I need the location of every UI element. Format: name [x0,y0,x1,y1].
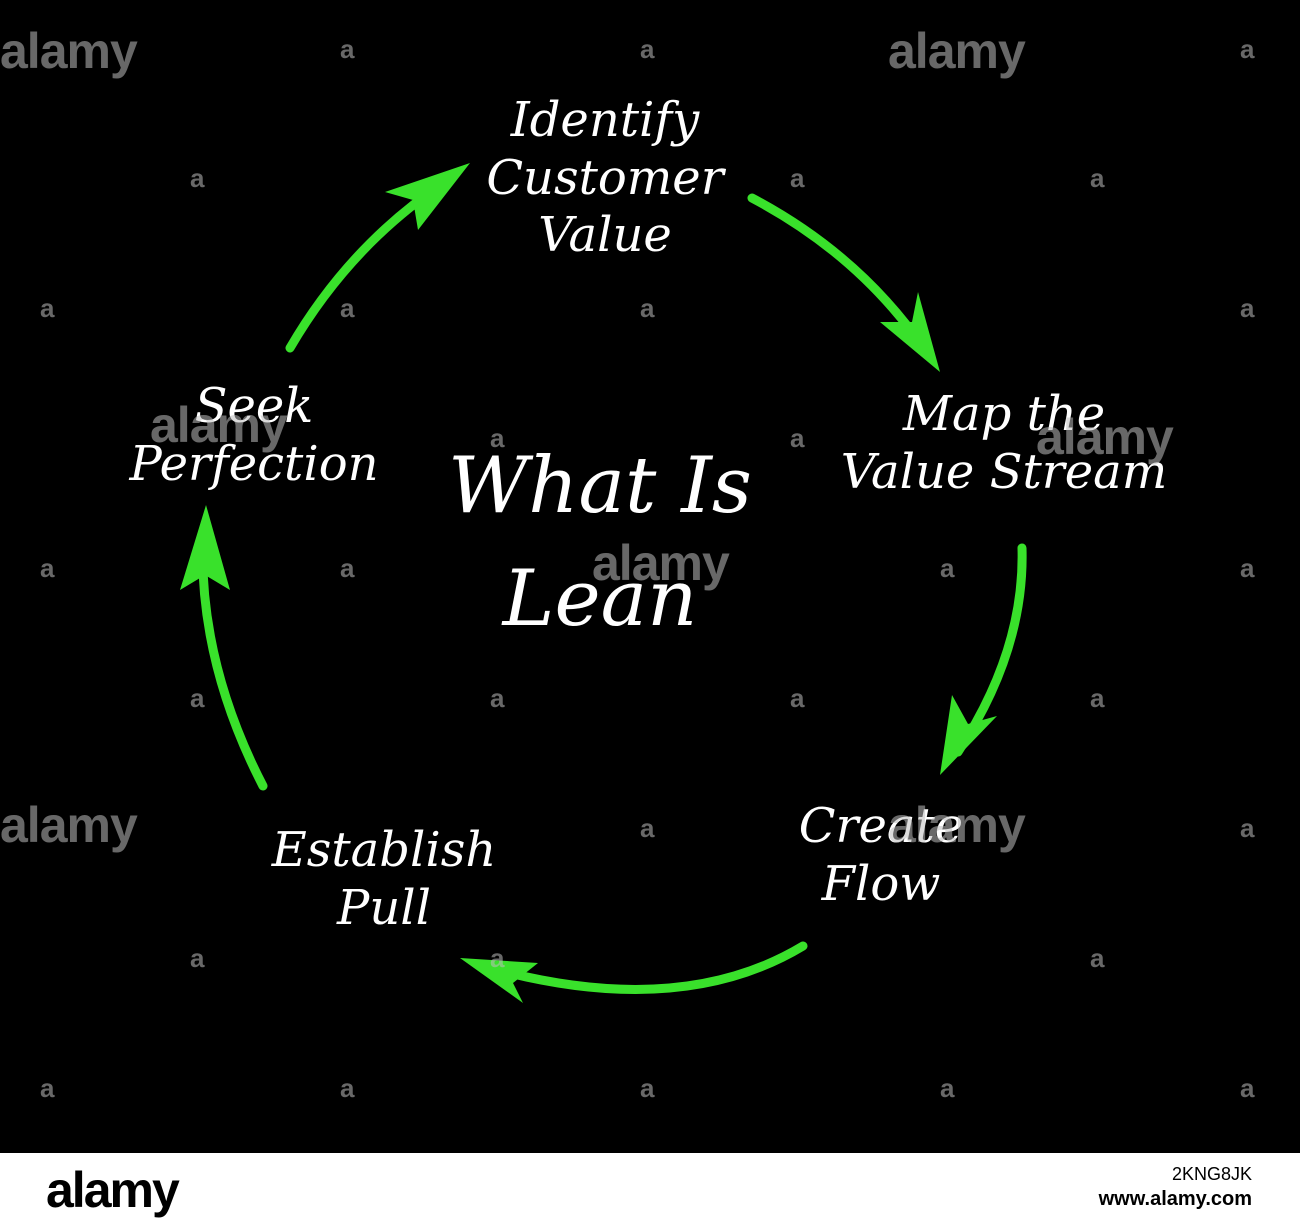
diagram-title: What Is Lean [420,430,780,656]
step-line: Flow [821,855,941,912]
step-create-flow: Create Flow [770,798,992,913]
watermark-mark: a [640,1073,655,1103]
watermark-mark: a [640,813,655,843]
step-line: Value [538,207,672,264]
step-establish-pull: Establish Pull [256,822,512,937]
step-line: Identify [510,92,700,148]
watermark-mark: a [340,1073,355,1103]
step-line: Value Stream [840,443,1168,500]
cycle-arrows [180,163,1027,1003]
watermark-mark: a [1240,293,1255,323]
watermark-mark: a [1240,813,1255,843]
step-map-value-stream: Map the Value Stream [828,386,1180,501]
watermark-mark: a [1090,943,1105,973]
watermark-text: alamy [1036,409,1174,465]
arrow-flow-to-pull [460,941,808,1003]
diagram-canvas: Identify Customer Value Map the Value St… [0,0,1300,1153]
watermark-mark: a [640,34,655,64]
watermark-mark: a [640,293,655,323]
watermark-text: alamy [888,23,1026,79]
watermark-mark: a [40,1073,55,1103]
watermark-text: alamy [888,797,1026,853]
watermark-text: alamy [0,23,138,79]
watermark-mark: a [490,943,505,973]
watermark-mark: a [790,423,805,453]
watermark-text: alamy [592,535,730,591]
arrow-identify-to-map [747,193,940,372]
title-line: Lean [502,554,698,645]
watermark-text: alamy [150,397,288,453]
watermark-mark: a [190,943,205,973]
step-line: Seek [194,378,314,434]
step-line: Customer [486,149,724,206]
image-id: 2KNG8JK [1171,1164,1252,1184]
watermark-mark: a [1090,683,1105,713]
watermark-mark: a [940,553,955,583]
alamy-logo: alamy [46,1162,180,1218]
step-line: Map the [902,386,1106,442]
watermark-mark: a [340,553,355,583]
arrow-perfection-to-identify [285,163,470,353]
step-line: Create [798,798,964,854]
watermark-mark: a [1240,1073,1255,1103]
watermark-mark: a [190,163,205,193]
site-url: www.alamy.com [1098,1188,1252,1210]
step-seek-perfection: Seek Perfection [112,378,396,493]
step-identify-customer-value: Identify Customer Value [470,92,740,265]
watermark-mark: a [790,683,805,713]
watermark-mark: a [1090,163,1105,193]
watermark-mark: a [1240,553,1255,583]
watermark-mark: a [790,163,805,193]
title-line: What Is [448,441,752,531]
step-line: Pull [337,879,431,936]
watermark-mark: a [940,1073,955,1103]
watermark-mark: a [40,553,55,583]
watermark-mark: a [490,683,505,713]
watermark-mark: a [340,293,355,323]
watermark-text: alamy [0,797,138,853]
watermark-mark: a [190,683,205,713]
arrow-map-to-flow [940,543,1027,775]
arrow-pull-to-perfection [180,505,268,791]
watermark-mark: a [340,34,355,64]
watermark-mark: a [1240,34,1255,64]
step-line: Perfection [129,435,379,492]
watermark-mark: a [40,293,55,323]
watermark-mark: a [490,423,505,453]
step-line: Establish [271,822,497,878]
stock-footer: alamy 2KNG8JK www.alamy.com [0,1153,1300,1230]
